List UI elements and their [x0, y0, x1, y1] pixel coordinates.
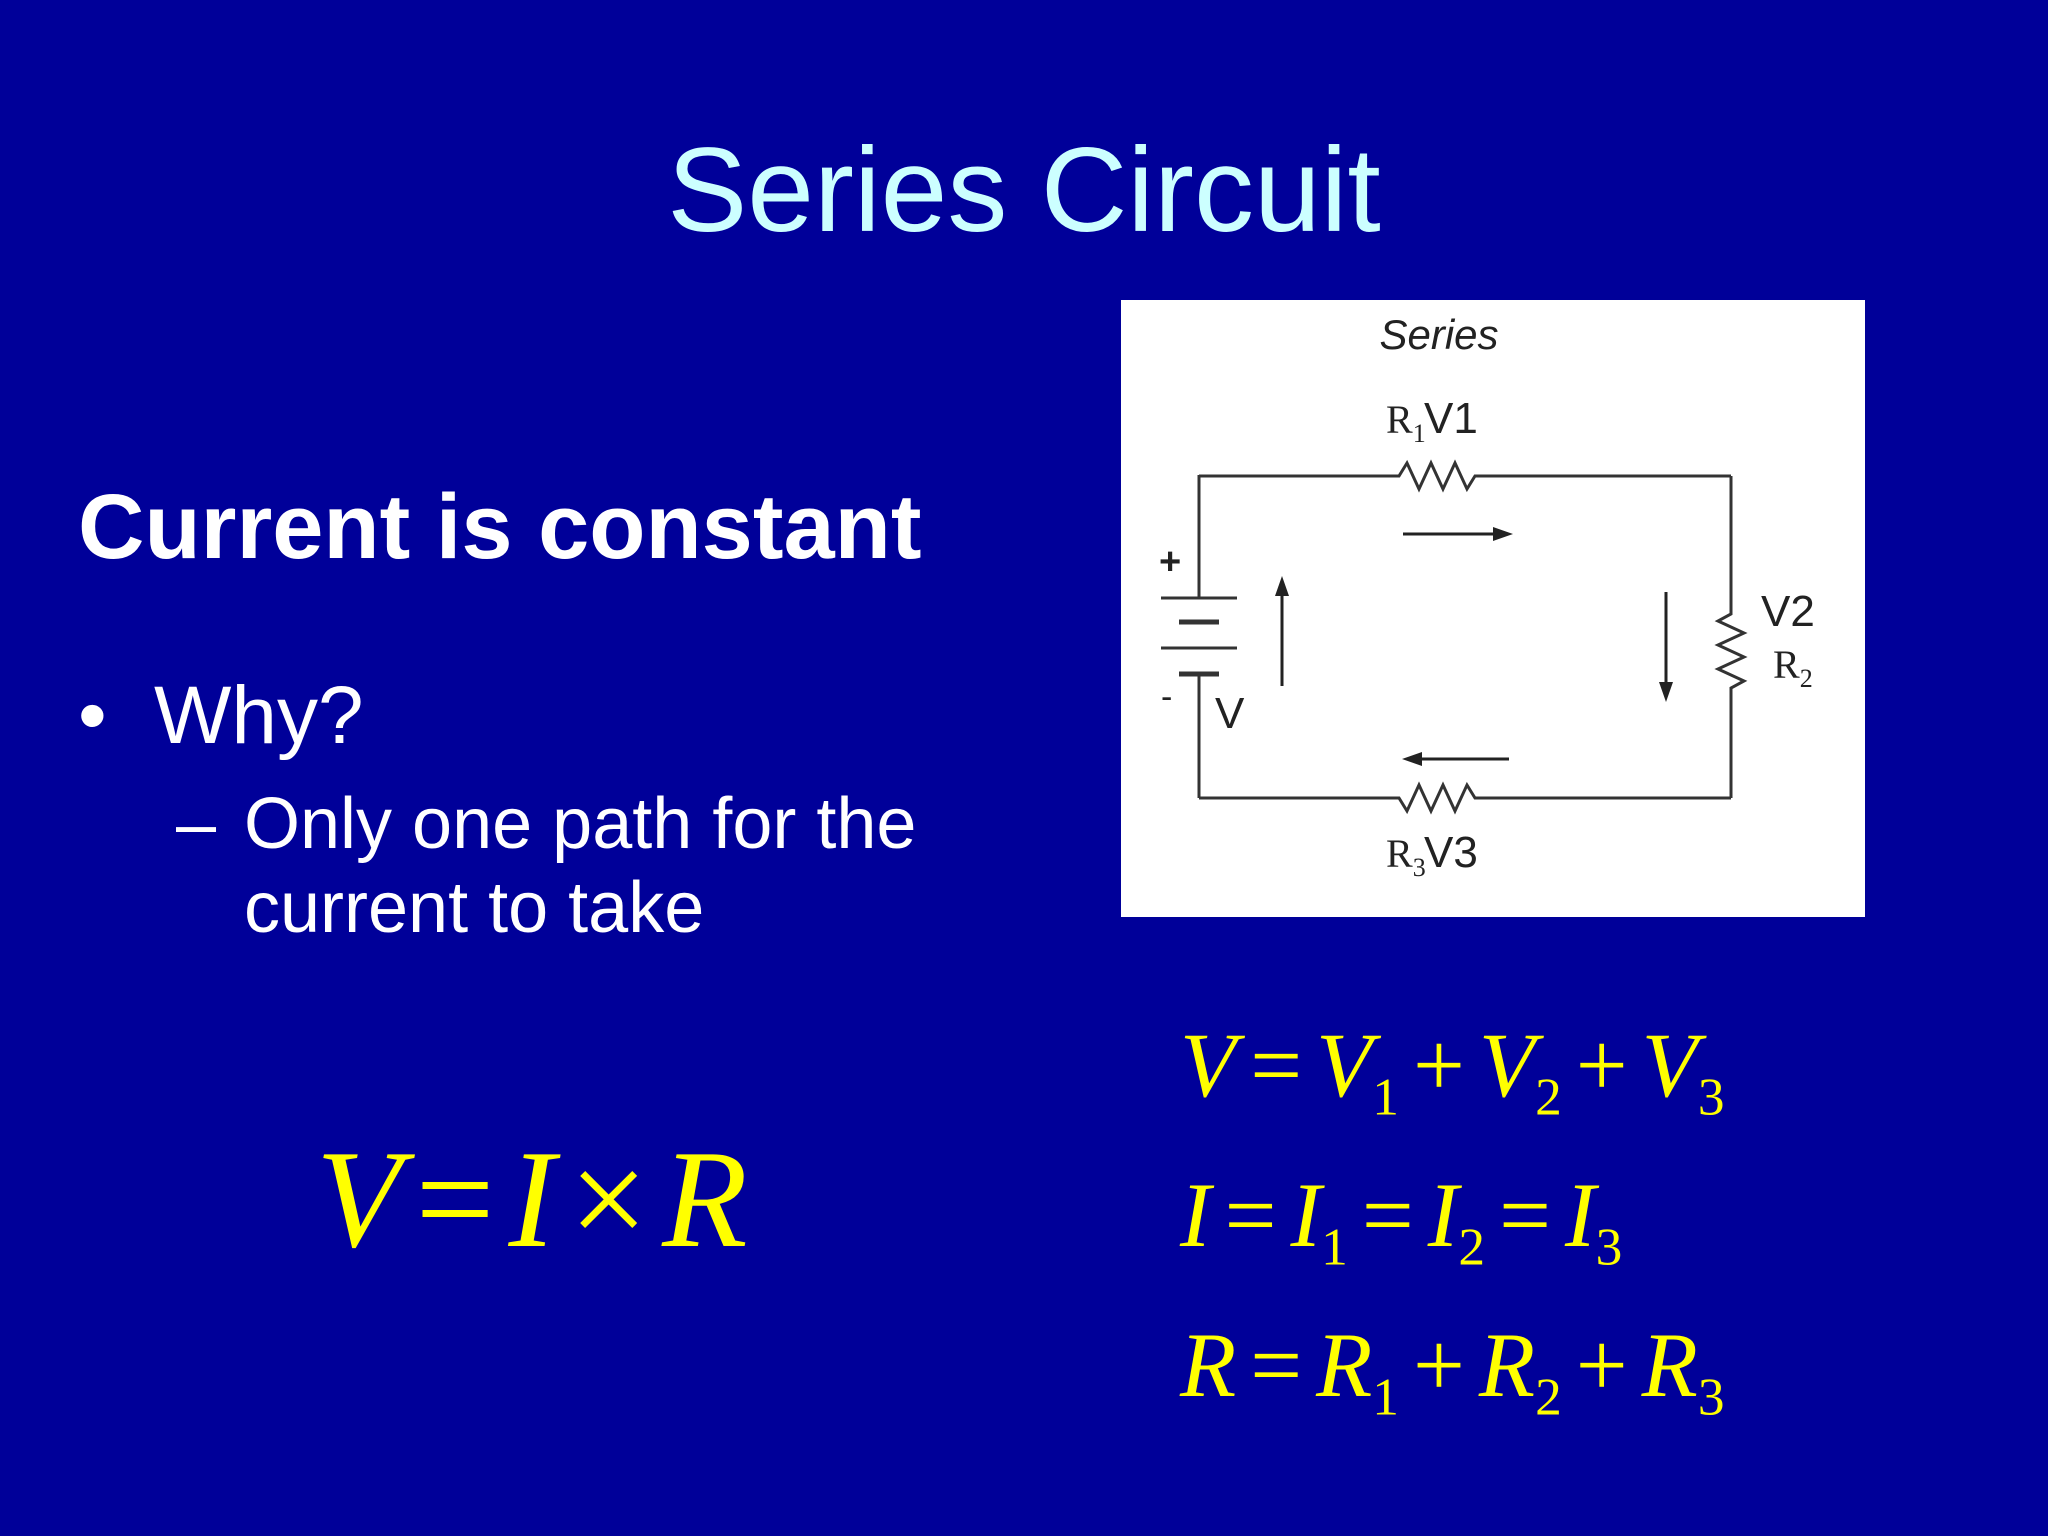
sub-bullet-text: Only one path for the current to take: [244, 784, 917, 948]
equation-current-equal: I=I1=I2=I3: [1180, 1164, 1623, 1277]
heading-current-constant: Current is constant: [78, 476, 922, 578]
label-r2: R2: [1773, 642, 1813, 693]
equation-voltage-sum: V=V1+V2+V3: [1180, 1014, 1725, 1127]
equation-ohms-law: V=I×R: [316, 1122, 748, 1277]
wire-top: [1197, 459, 1731, 493]
bullet-marker: •: [78, 670, 107, 761]
label-minus: -: [1161, 678, 1172, 716]
arrow-right-icon: [1403, 527, 1513, 541]
series-circuit-diagram: Series R1 V1 V2 R2 R3 V3 + - V: [1121, 300, 1865, 917]
equation-resistance-sum: R=R1+R2+R3: [1180, 1314, 1725, 1427]
battery-symbol: [1161, 596, 1237, 677]
bullet-text: Why?: [154, 670, 364, 761]
label-plus: +: [1159, 541, 1181, 583]
circuit-svg: Series R1 V1 V2 R2 R3 V3 + - V: [1159, 311, 1815, 882]
bullet-item: • Why?: [78, 668, 364, 764]
arrow-down-icon: [1659, 592, 1673, 702]
label-v1: V1: [1424, 394, 1478, 443]
diagram-title: Series: [1379, 311, 1498, 358]
label-source-v: V: [1215, 689, 1245, 738]
label-v3: V3: [1424, 828, 1478, 877]
label-r3: R3: [1386, 831, 1426, 882]
label-r1: R1: [1386, 397, 1426, 448]
label-v2: V2: [1761, 587, 1815, 636]
sub-bullet-item: – Only one path for the current to take: [176, 782, 1044, 950]
wire-right: [1714, 476, 1748, 798]
arrow-left-icon: [1402, 752, 1509, 766]
wire-bottom: [1199, 781, 1731, 815]
sub-bullet-marker: –: [176, 784, 217, 864]
arrow-up-icon: [1275, 576, 1289, 686]
slide-title: Series Circuit: [667, 123, 1381, 257]
